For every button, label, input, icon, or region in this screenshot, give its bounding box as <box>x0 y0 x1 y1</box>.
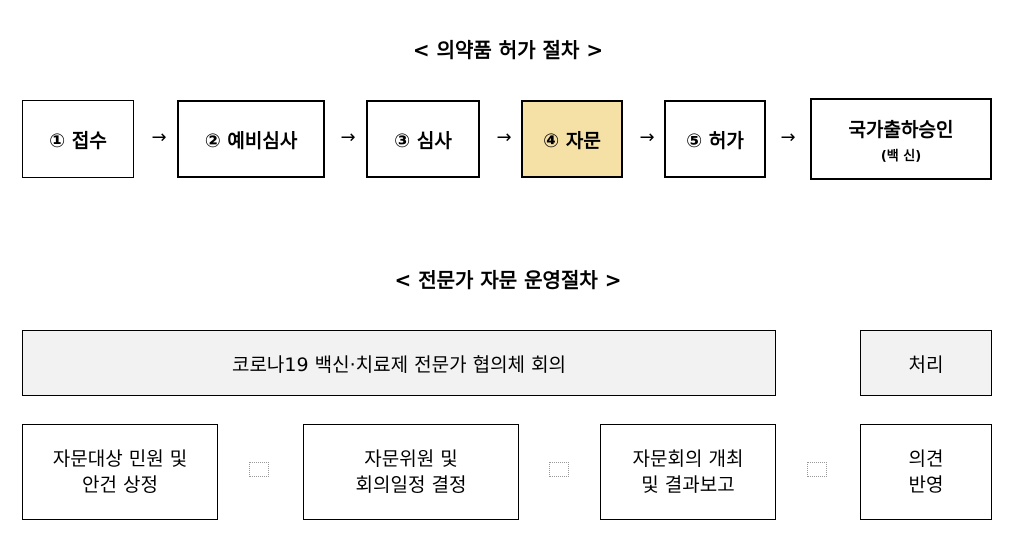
national-lot-release-label: 국가출하승인 <box>848 118 954 141</box>
stage-hold-meeting: 자문회의 개최 및 결과보고 <box>600 424 776 520</box>
stage-submit-agenda: 자문대상 민원 및 안건 상정 <box>22 424 218 520</box>
step-preliminary-review-label: ② 예비심사 <box>204 129 298 152</box>
step-receipt: ① 접수 <box>22 100 134 178</box>
stage-apply-opinion-line2: 반영 <box>908 474 944 496</box>
expert-council-meeting-label: 코로나19 백신·치료제 전문가 협의체 회의 <box>231 353 567 376</box>
stage-apply-opinion: 의견 반영 <box>860 424 992 520</box>
expert-council-meeting: 코로나19 백신·치료제 전문가 협의체 회의 <box>22 330 776 396</box>
national-lot-release-sublabel: (백 신) <box>880 148 922 164</box>
stage-hold-meeting-line2: 및 결과보고 <box>641 474 735 496</box>
connector-icon <box>249 462 269 477</box>
step-approval: ⑤ 허가 <box>664 100 766 178</box>
arrow-icon: → <box>780 127 796 148</box>
arrow-icon: → <box>496 127 512 148</box>
stage-submit-agenda-line1: 자문대상 민원 및 <box>52 448 188 470</box>
permit-procedure-title: < 의약품 허가 절차 > <box>412 38 604 62</box>
processing-box: 처리 <box>860 330 992 396</box>
stage-select-members: 자문위원 및 회의일정 결정 <box>303 424 519 520</box>
step-review: ③ 심사 <box>366 100 480 178</box>
arrow-icon: → <box>340 127 356 148</box>
step-preliminary-review: ② 예비심사 <box>177 100 325 178</box>
stage-apply-opinion-line1: 의견 <box>908 448 944 470</box>
connector-icon <box>807 462 827 477</box>
stage-hold-meeting-line1: 자문회의 개최 <box>632 448 744 470</box>
advisory-procedure-title: < 전문가 자문 운영절차 > <box>394 268 622 292</box>
connector-icon <box>549 462 569 477</box>
processing-label: 처리 <box>908 353 944 376</box>
step-approval-label: ⑤ 허가 <box>686 129 744 152</box>
stage-select-members-line1: 자문위원 및 <box>364 448 458 470</box>
step-receipt-label: ① 접수 <box>49 129 107 152</box>
arrow-icon: → <box>639 127 655 148</box>
step-advisory: ④ 자문 <box>521 100 623 178</box>
step-advisory-label: ④ 자문 <box>543 129 601 152</box>
stage-submit-agenda-line2: 안건 상정 <box>82 474 158 496</box>
arrow-icon: → <box>151 127 167 148</box>
stage-select-members-line2: 회의일정 결정 <box>355 474 467 496</box>
step-review-label: ③ 심사 <box>394 129 452 152</box>
step-national-lot-release: 국가출하승인 (백 신) <box>810 98 992 180</box>
